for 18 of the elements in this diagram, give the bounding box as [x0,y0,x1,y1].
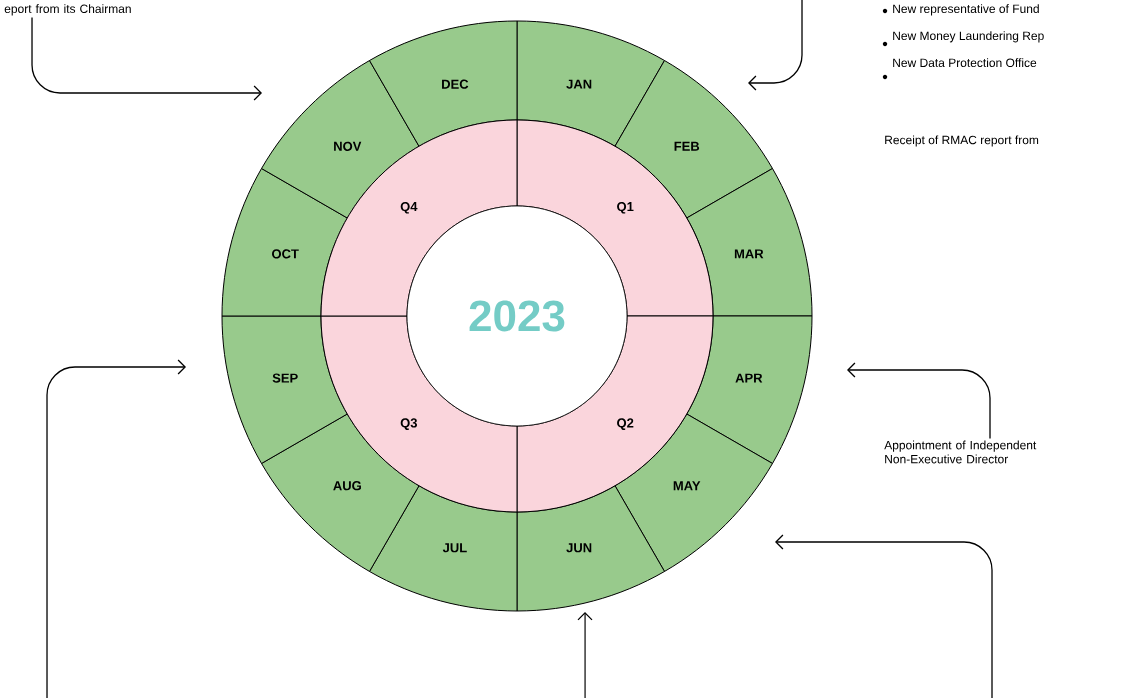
arrow [847,362,991,440]
bullet-list: New representative of Fund New Money Laundering Rep New Data Protection Office [893,4,1044,67]
month-segment: SEP [221,315,348,464]
month-segment: MAR [686,168,813,317]
month-segment: DEC [369,20,518,147]
month-segment: APR [686,315,813,464]
arrow [46,359,186,698]
month-segment: OCT [221,168,348,317]
note-text: eport from its Chairman [4,4,131,16]
arrow [775,534,993,698]
note-text: Receipt of RMAC report from [885,135,1039,147]
month-segment: JUL [369,485,518,612]
month-segment: JAN [516,20,665,147]
arrow [31,16,262,101]
note-text: Appointment of Independent Non-Executive Director [884,440,1037,464]
arrow [748,0,803,91]
month-segment: JUN [516,485,665,612]
arrow [577,612,593,698]
